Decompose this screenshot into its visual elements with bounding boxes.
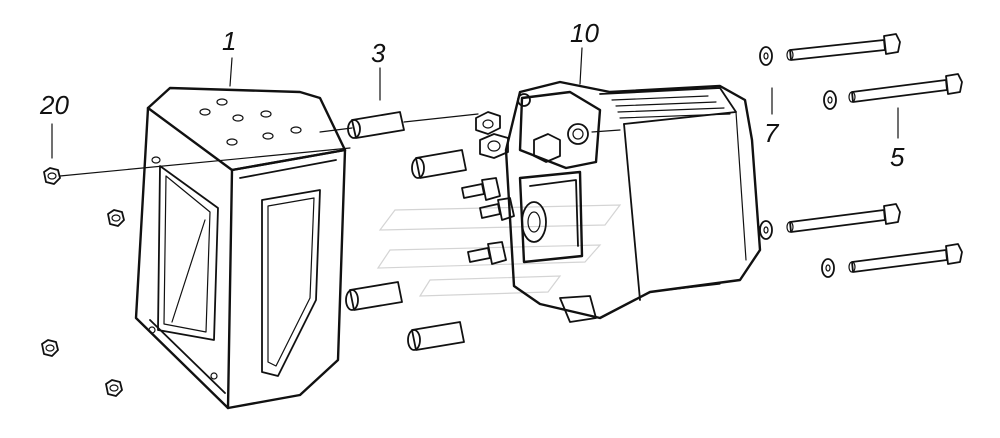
callout-part-1: 1 (222, 26, 237, 56)
bracket-part-1 (134, 86, 347, 410)
bolt-4 (848, 243, 963, 273)
bolt-3 (786, 203, 901, 233)
washer-part-7 (759, 46, 837, 278)
callout-part-7: 7 (764, 118, 779, 148)
spacer-4 (407, 321, 465, 351)
nut-2 (107, 209, 125, 227)
washer-3 (759, 220, 773, 240)
watermark (376, 204, 622, 297)
assembly-line-c (403, 113, 479, 123)
washer-2 (823, 90, 837, 110)
spacer-2 (411, 149, 467, 179)
callout-part-5: 5 (890, 142, 905, 172)
valve-body-part-10 (461, 80, 762, 323)
fitting-3 (533, 133, 561, 163)
leader-1 (229, 57, 233, 87)
callout-part-20: 20 (40, 90, 69, 120)
assembly-line-b (319, 127, 353, 133)
bolt-2 (848, 73, 963, 103)
assembly-line-a (59, 147, 351, 177)
assembly-line-d (591, 129, 621, 133)
nut-3 (41, 339, 59, 357)
leader-lines (51, 47, 899, 177)
spacer-1 (347, 111, 405, 139)
fitting-4 (461, 177, 501, 201)
fitting-2 (479, 133, 509, 159)
fitting-1 (475, 111, 501, 135)
bolt-part-5 (786, 33, 963, 273)
fitting-5 (479, 197, 515, 221)
nut-part-20 (41, 167, 125, 397)
washer-1 (759, 46, 773, 66)
spacer-part-3 (345, 111, 467, 351)
callout-part-3: 3 (371, 38, 386, 68)
nut-1 (43, 167, 61, 185)
nut-4 (105, 379, 123, 397)
spacer-3 (345, 281, 403, 311)
callout-part-10: 10 (570, 18, 599, 48)
leader-10 (579, 47, 583, 85)
washer-4 (821, 258, 835, 278)
fitting-6 (467, 241, 507, 265)
bolt-1 (786, 33, 901, 61)
